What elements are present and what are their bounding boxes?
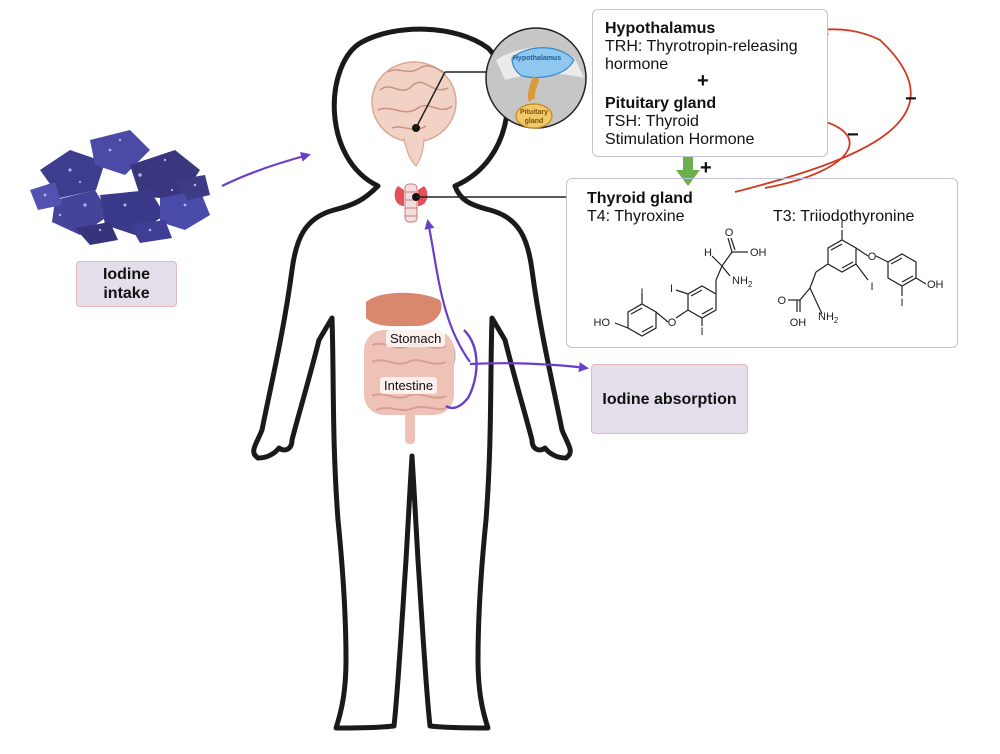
- body-outline: [251, 26, 573, 731]
- intestine-curve: [445, 329, 478, 410]
- t3-iodine-label-1: I: [840, 219, 843, 231]
- tsh-description-line1: TSH: Thyroid: [605, 113, 699, 130]
- minus-sign-2: −: [847, 124, 859, 146]
- t4-ether-o-label: O: [668, 317, 677, 329]
- t3-ether-o-label: O: [868, 251, 877, 263]
- iodine-absorption-text: Iodine absorption: [602, 390, 737, 408]
- t3-oh-label: OH: [927, 279, 944, 291]
- t4-iodine-label-1: I: [640, 287, 643, 299]
- t3-iodine-label-2: I: [870, 281, 873, 293]
- thyroid-illustration: [394, 183, 428, 223]
- absorption-arrow: [469, 362, 589, 373]
- inset-hypothalamus-label: Hypothalamus: [513, 55, 561, 62]
- hypothalamus-title: Hypothalamus: [605, 20, 716, 37]
- trh-description-line2: hormone: [605, 56, 669, 73]
- iodine-intake-line1: Iodine: [102, 266, 151, 283]
- t3-acid-oh-label: OH: [790, 317, 807, 329]
- thyroid-panel: Thyroid gland T4: Thyroxine T3: Triiodot…: [566, 178, 958, 348]
- t4-structure: [614, 237, 748, 337]
- hypothalamic-pituitary-panel: Hypothalamus TRH: Thyrotropin-releasing …: [592, 9, 828, 157]
- t3-t4-feedback-to-hypothalamus-arrow: [734, 23, 912, 193]
- t4-h-label: H: [704, 247, 712, 259]
- iodine-intake-line2: intake: [103, 285, 150, 302]
- t3-label: T3: Triiodothyronine: [773, 208, 915, 225]
- intake-arrow: [221, 151, 311, 187]
- t4-iodine-label-3: I: [700, 326, 703, 338]
- iodine-crystals-image: [30, 130, 210, 245]
- plus-sign-1: +: [697, 70, 709, 92]
- t4-acid-oh-label: OH: [750, 247, 767, 259]
- t3-iodine-label-3: I: [900, 297, 903, 309]
- digestive-system-illustration: [364, 292, 456, 444]
- t3-carbonyl-o-label: O: [777, 295, 786, 307]
- t3-nh2-label: NH2: [818, 311, 839, 325]
- plus-sign-2: +: [700, 157, 712, 179]
- t3-structure: [788, 230, 927, 315]
- minus-sign-1: −: [905, 88, 917, 110]
- iodine-absorption-label: Iodine absorption: [591, 364, 748, 434]
- intestine-label: Intestine: [380, 377, 438, 394]
- t4-label: T4: Thyroxine: [587, 208, 685, 225]
- brain-illustration: [371, 61, 457, 167]
- t4-carbonyl-o-label: O: [725, 227, 734, 239]
- t4-ho-label: HO: [594, 317, 611, 329]
- trh-description-line1: TRH: Thyrotropin-releasing: [605, 38, 798, 55]
- brain-connector-line: [415, 71, 446, 129]
- stomach-label: Stomach: [386, 330, 446, 347]
- t4-iodine-label-2: I: [670, 283, 673, 295]
- t4-nh2-label: NH2: [732, 275, 753, 289]
- iodine-intake-label: Iodine intake: [76, 261, 177, 307]
- hypothalamus-pituitary-inset: Hypothalamus Pituitary gland: [485, 27, 587, 129]
- inset-pituitary-label-line1: Pituitary: [520, 109, 548, 116]
- absorption-to-thyroid-arrow: [424, 219, 471, 363]
- tsh-description-line2: Stimulation Hormone: [605, 131, 755, 148]
- thyroid-title: Thyroid gland: [587, 190, 693, 207]
- pituitary-title: Pituitary gland: [605, 95, 717, 112]
- inset-pituitary-label-line2: gland: [525, 118, 544, 125]
